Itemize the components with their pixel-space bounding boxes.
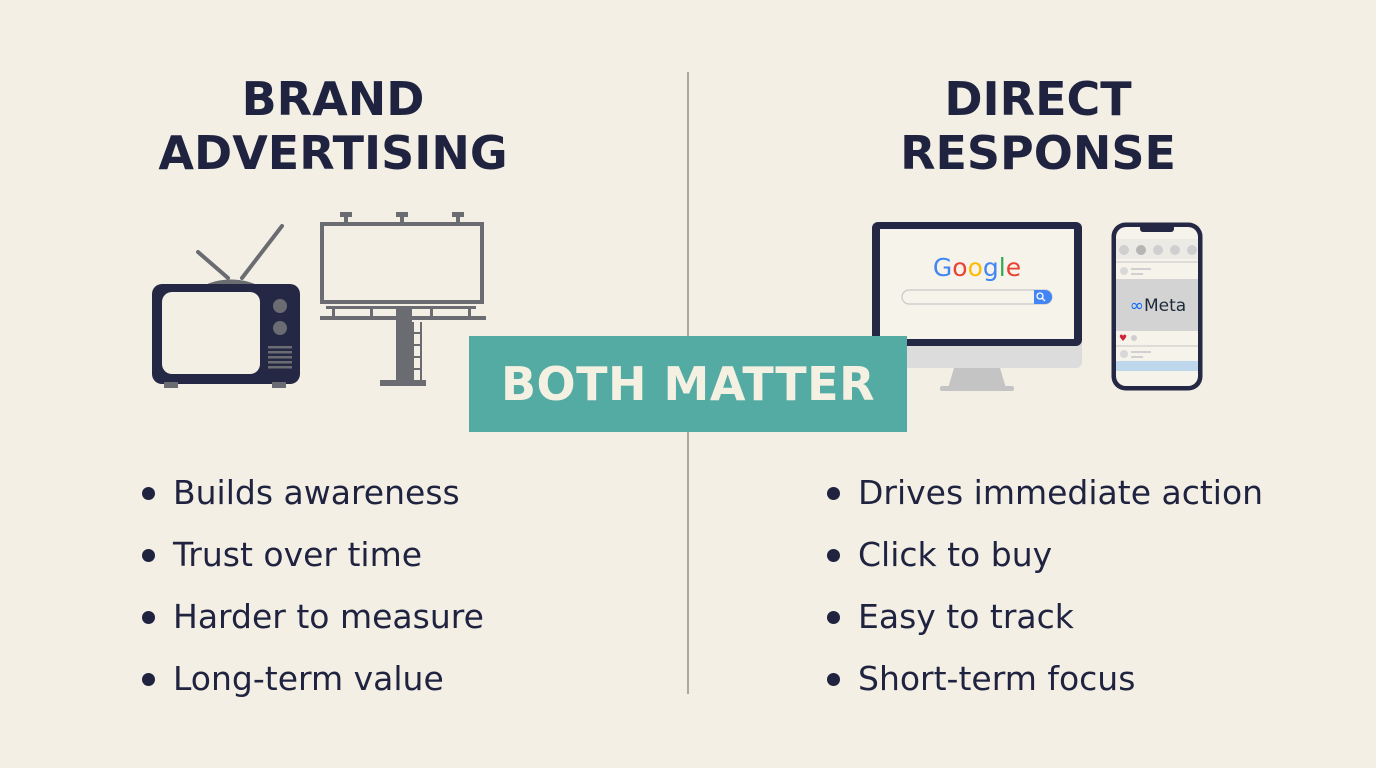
bullet-text: Long-term value (173, 659, 444, 698)
direct-response-bullets: Drives immediate action Click to buy Eas… (827, 462, 1263, 710)
bullet-dot-icon (827, 672, 840, 686)
title-line-1: BRAND (241, 72, 425, 126)
bullet-text: Easy to track (858, 597, 1074, 636)
smartphone-icon: ∞Meta ♥ (1110, 221, 1204, 392)
bullet-text: Drives immediate action (858, 473, 1264, 512)
svg-text:Google: Google (933, 253, 1021, 282)
desktop-monitor-icon: Google (872, 222, 1082, 391)
bullet-dot-icon (827, 610, 840, 624)
bullet-text: Trust over time (173, 535, 423, 574)
svg-text:∞Meta: ∞Meta (1130, 296, 1186, 316)
bullet-text: Harder to measure (173, 597, 484, 636)
billboard-icon (320, 212, 486, 386)
bullet-item: Drives immediate action (827, 462, 1263, 524)
bullet-dot-icon (142, 672, 155, 686)
bullet-dot-icon (142, 610, 155, 624)
both-matter-banner: BOTH MATTER (469, 336, 907, 432)
direct-response-title: DIRECT RESPONSE (830, 72, 1246, 180)
brand-advertising-bullets: Builds awareness Trust over time Harder … (142, 462, 484, 710)
bullet-item: Easy to track (827, 586, 1263, 648)
title-line-2: RESPONSE (900, 126, 1176, 180)
brand-advertising-title: BRAND ADVERTISING (120, 72, 546, 180)
bullet-dot-icon (827, 548, 840, 562)
svg-text:♥: ♥ (1119, 334, 1127, 344)
tv-icon (152, 224, 300, 388)
bullet-item: Builds awareness (142, 462, 484, 524)
bullet-item: Short-term focus (827, 648, 1263, 710)
title-line-2: ADVERTISING (158, 126, 508, 180)
bullet-item: Long-term value (142, 648, 484, 710)
bullet-dot-icon (142, 486, 155, 500)
bullet-item: Click to buy (827, 524, 1263, 586)
bullet-text: Short-term focus (858, 659, 1136, 698)
bullet-text: Click to buy (858, 535, 1053, 574)
banner-label: BOTH MATTER (500, 357, 876, 411)
title-line-1: DIRECT (944, 72, 1132, 126)
bullet-text: Builds awareness (173, 473, 460, 512)
bullet-item: Harder to measure (142, 586, 484, 648)
bullet-dot-icon (827, 486, 840, 500)
bullet-item: Trust over time (142, 524, 484, 586)
bullet-dot-icon (142, 548, 155, 562)
